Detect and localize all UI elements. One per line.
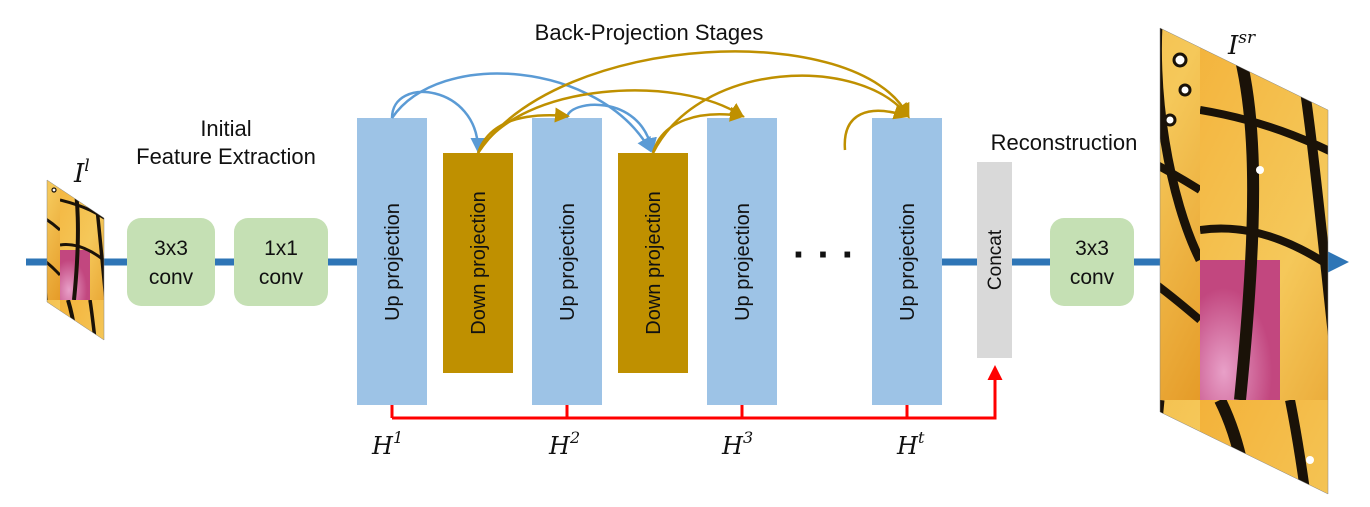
stage-label: Up projection: [557, 203, 579, 321]
stage-label: Up projection: [897, 203, 919, 321]
gold-skip-arrow: [651, 74, 910, 154]
blue-skip-connections: [390, 72, 657, 153]
stage-label: Up projection: [382, 203, 404, 321]
h-label-t: Ht: [896, 428, 925, 460]
conv-block-line2: conv: [149, 266, 194, 289]
conv-block-line2: conv: [1070, 266, 1115, 289]
gold-skip-arrow: [476, 89, 745, 154]
h-label-3: H3: [721, 428, 753, 460]
concat-block: Concat: [977, 162, 1012, 358]
h-labels: H1 H2 H3 Ht: [371, 428, 925, 460]
concat-label: Concat: [985, 229, 1006, 290]
output-image: [1159, 27, 1329, 495]
conv-block-1x1: 1x1 conv: [234, 218, 328, 306]
red-bus-arrow: [392, 365, 1003, 420]
initial-label-line1: Initial: [200, 116, 251, 141]
blue-skip-arrow: [390, 72, 652, 153]
reconstruction-label: Reconstruction: [991, 130, 1138, 155]
input-image-label: Il: [73, 156, 90, 189]
stage-down-projection-1: Down projection: [443, 153, 513, 373]
initial-label-line2: Feature Extraction: [136, 144, 316, 169]
stage-up-projection-t: Up projection: [872, 118, 942, 405]
stage-label: Up projection: [732, 203, 754, 321]
input-image: [46, 179, 105, 341]
gold-skip-arrow: [843, 105, 909, 151]
stage-down-projection-2: Down projection: [618, 153, 688, 373]
stage-up-projection-1: Up projection: [357, 118, 427, 405]
stage-label: Down projection: [643, 191, 665, 334]
gold-skip-arrow: [651, 106, 745, 154]
gold-skip-arrow: [476, 50, 910, 154]
stage-label: Down projection: [468, 191, 490, 334]
conv-block-line2: conv: [259, 266, 304, 289]
stage-up-projection-2: Up projection: [532, 118, 602, 405]
h-label-1: H1: [371, 428, 403, 460]
stage-up-projection-3: Up projection: [707, 118, 777, 405]
ellipsis: · · ·: [793, 233, 855, 277]
conv-block-line1: 3x3: [154, 237, 188, 260]
conv-block-line1: 1x1: [264, 237, 298, 260]
blue-skip-arrow: [390, 90, 486, 153]
h-label-2: H2: [548, 428, 580, 460]
output-image-label: Isr: [1227, 28, 1256, 61]
conv-block-3x3-reconstruction: 3x3 conv: [1050, 218, 1134, 306]
red-concat-connections: [390, 365, 1003, 420]
gold-skip-connections: [476, 50, 910, 154]
diagram-title: Back-Projection Stages: [535, 20, 764, 45]
conv-block-3x3-initial: 3x3 conv: [127, 218, 215, 306]
conv-block-line1: 3x3: [1075, 237, 1109, 260]
